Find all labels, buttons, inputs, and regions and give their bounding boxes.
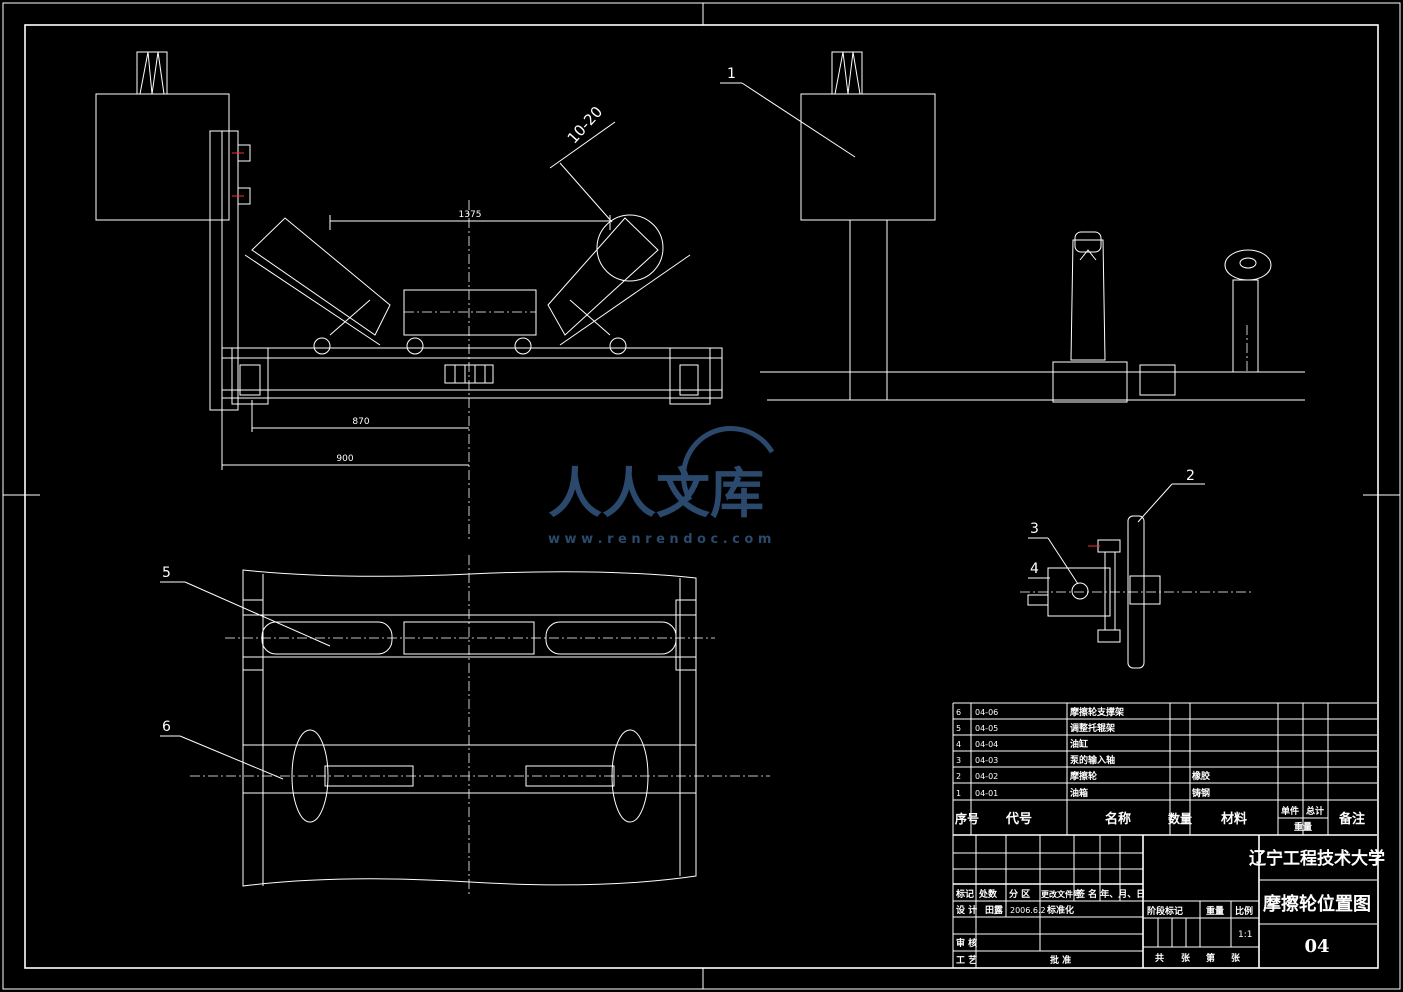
- svg-text:备注: 备注: [1338, 811, 1365, 827]
- drawing-name: 摩擦轮位置图: [1263, 893, 1371, 915]
- bom-row-4: 4 04-04 油缸: [956, 738, 1088, 750]
- svg-text:摩擦轮: 摩擦轮: [1070, 770, 1097, 782]
- watermark-text: 人人文库: [548, 462, 764, 525]
- callout-4: 4: [1030, 561, 1039, 577]
- watermark-url: w w w . r e n r e n d o c . c o m: [548, 532, 771, 547]
- svg-text:04-04: 04-04: [975, 740, 998, 749]
- detail-view: 2 3 4: [1020, 468, 1252, 669]
- svg-text:04-05: 04-05: [975, 724, 998, 733]
- svg-text:比例: 比例: [1235, 905, 1253, 917]
- svg-text:调整托辊架: 调整托辊架: [1070, 722, 1115, 734]
- callout-2: 2: [1186, 468, 1195, 484]
- svg-text:审 核: 审 核: [956, 937, 977, 949]
- svg-text:张: 张: [1231, 952, 1241, 964]
- callout-5: 5: [162, 565, 171, 581]
- svg-text:分 区: 分 区: [1009, 888, 1030, 900]
- svg-text:张: 张: [1181, 952, 1191, 964]
- svg-text:数量: 数量: [1168, 811, 1192, 826]
- svg-text:重量: 重量: [1206, 905, 1224, 917]
- svg-text:田露: 田露: [985, 905, 1004, 916]
- svg-text:标记: 标记: [955, 888, 974, 900]
- svg-text:5: 5: [956, 724, 961, 733]
- svg-text:04-03: 04-03: [975, 756, 998, 765]
- svg-text:批 准: 批 准: [1050, 954, 1071, 966]
- svg-text:摩擦轮支撑架: 摩擦轮支撑架: [1070, 706, 1124, 718]
- svg-text:单件: 单件: [1281, 805, 1299, 817]
- svg-text:重量: 重量: [1294, 821, 1312, 833]
- svg-text:共: 共: [1155, 952, 1164, 964]
- svg-text:2: 2: [956, 772, 961, 781]
- svg-text:代号: 代号: [1005, 811, 1032, 827]
- school-name: 辽宁工程技术大学: [1249, 848, 1385, 869]
- title-block: 辽宁工程技术大学 摩擦轮位置图 04 标记 处数 分 区 更改文件号 签 名 年…: [953, 835, 1385, 968]
- svg-text:总计: 总计: [1306, 805, 1324, 817]
- svg-text:铸钢: 铸钢: [1192, 787, 1210, 799]
- dim-10-20: 10-20: [564, 103, 607, 147]
- svg-text:04-02: 04-02: [975, 772, 998, 781]
- svg-text:名称: 名称: [1105, 811, 1131, 827]
- top-view: 5 6: [160, 555, 770, 895]
- svg-text:橡胶: 橡胶: [1192, 770, 1210, 782]
- svg-text:设 计: 设 计: [956, 904, 977, 916]
- svg-text:1:1: 1:1: [1238, 930, 1252, 940]
- dim-1375: 1375: [459, 210, 482, 220]
- svg-text:油箱: 油箱: [1070, 787, 1088, 799]
- svg-text:阶段标记: 阶段标记: [1147, 905, 1183, 917]
- drawing-number: 04: [1304, 936, 1329, 957]
- dim-870: 870: [352, 417, 369, 427]
- svg-text:处数: 处数: [978, 888, 998, 900]
- svg-text:04-06: 04-06: [975, 708, 998, 717]
- bom-row-2: 2 04-02 摩擦轮 橡胶: [956, 770, 1210, 782]
- side-view: 1: [720, 51, 1305, 403]
- callout-6: 6: [162, 719, 171, 735]
- watermark: 人人文库 w w w . r e n r e n d o c . c o m: [548, 426, 775, 547]
- bom-table: 6 04-06 摩擦轮支撑架 5 04-05 调整托辊架 4 04-04 油缸 3 04-03…: [952, 702, 1377, 968]
- svg-text:2006.6.2: 2006.6.2: [1010, 906, 1046, 915]
- svg-text:第: 第: [1206, 952, 1215, 964]
- svg-text:4: 4: [956, 740, 961, 749]
- svg-text:序号: 序号: [955, 811, 979, 826]
- callout-1: 1: [727, 66, 736, 82]
- dim-900: 900: [336, 454, 353, 464]
- svg-text:6: 6: [956, 708, 961, 717]
- bom-header-row: 序号 代号 名称 数量 材料 单件 总计 重量 备注: [955, 805, 1365, 833]
- svg-text:更改文件号: 更改文件号: [1041, 889, 1081, 899]
- svg-text:工 艺: 工 艺: [956, 954, 977, 966]
- svg-text:签 名 年、月、日: 签 名 年、月、日: [1075, 888, 1145, 900]
- callout-3: 3: [1030, 521, 1039, 537]
- svg-text:3: 3: [956, 756, 961, 765]
- svg-text:标准化: 标准化: [1046, 904, 1074, 916]
- bom-row-1: 1 04-01 油箱 铸钢: [956, 787, 1210, 799]
- svg-text:油缸: 油缸: [1070, 738, 1088, 750]
- bom-row-3: 3 04-03 泵的输入轴: [956, 754, 1115, 766]
- svg-text:材料: 材料: [1221, 811, 1247, 827]
- svg-text:04-01: 04-01: [975, 789, 998, 798]
- svg-text:泵的输入轴: 泵的输入轴: [1070, 754, 1115, 766]
- bom-row-5: 5 04-05 调整托辊架: [956, 722, 1115, 734]
- svg-text:1: 1: [956, 789, 961, 798]
- bom-row-6: 6 04-06 摩擦轮支撑架: [956, 706, 1124, 718]
